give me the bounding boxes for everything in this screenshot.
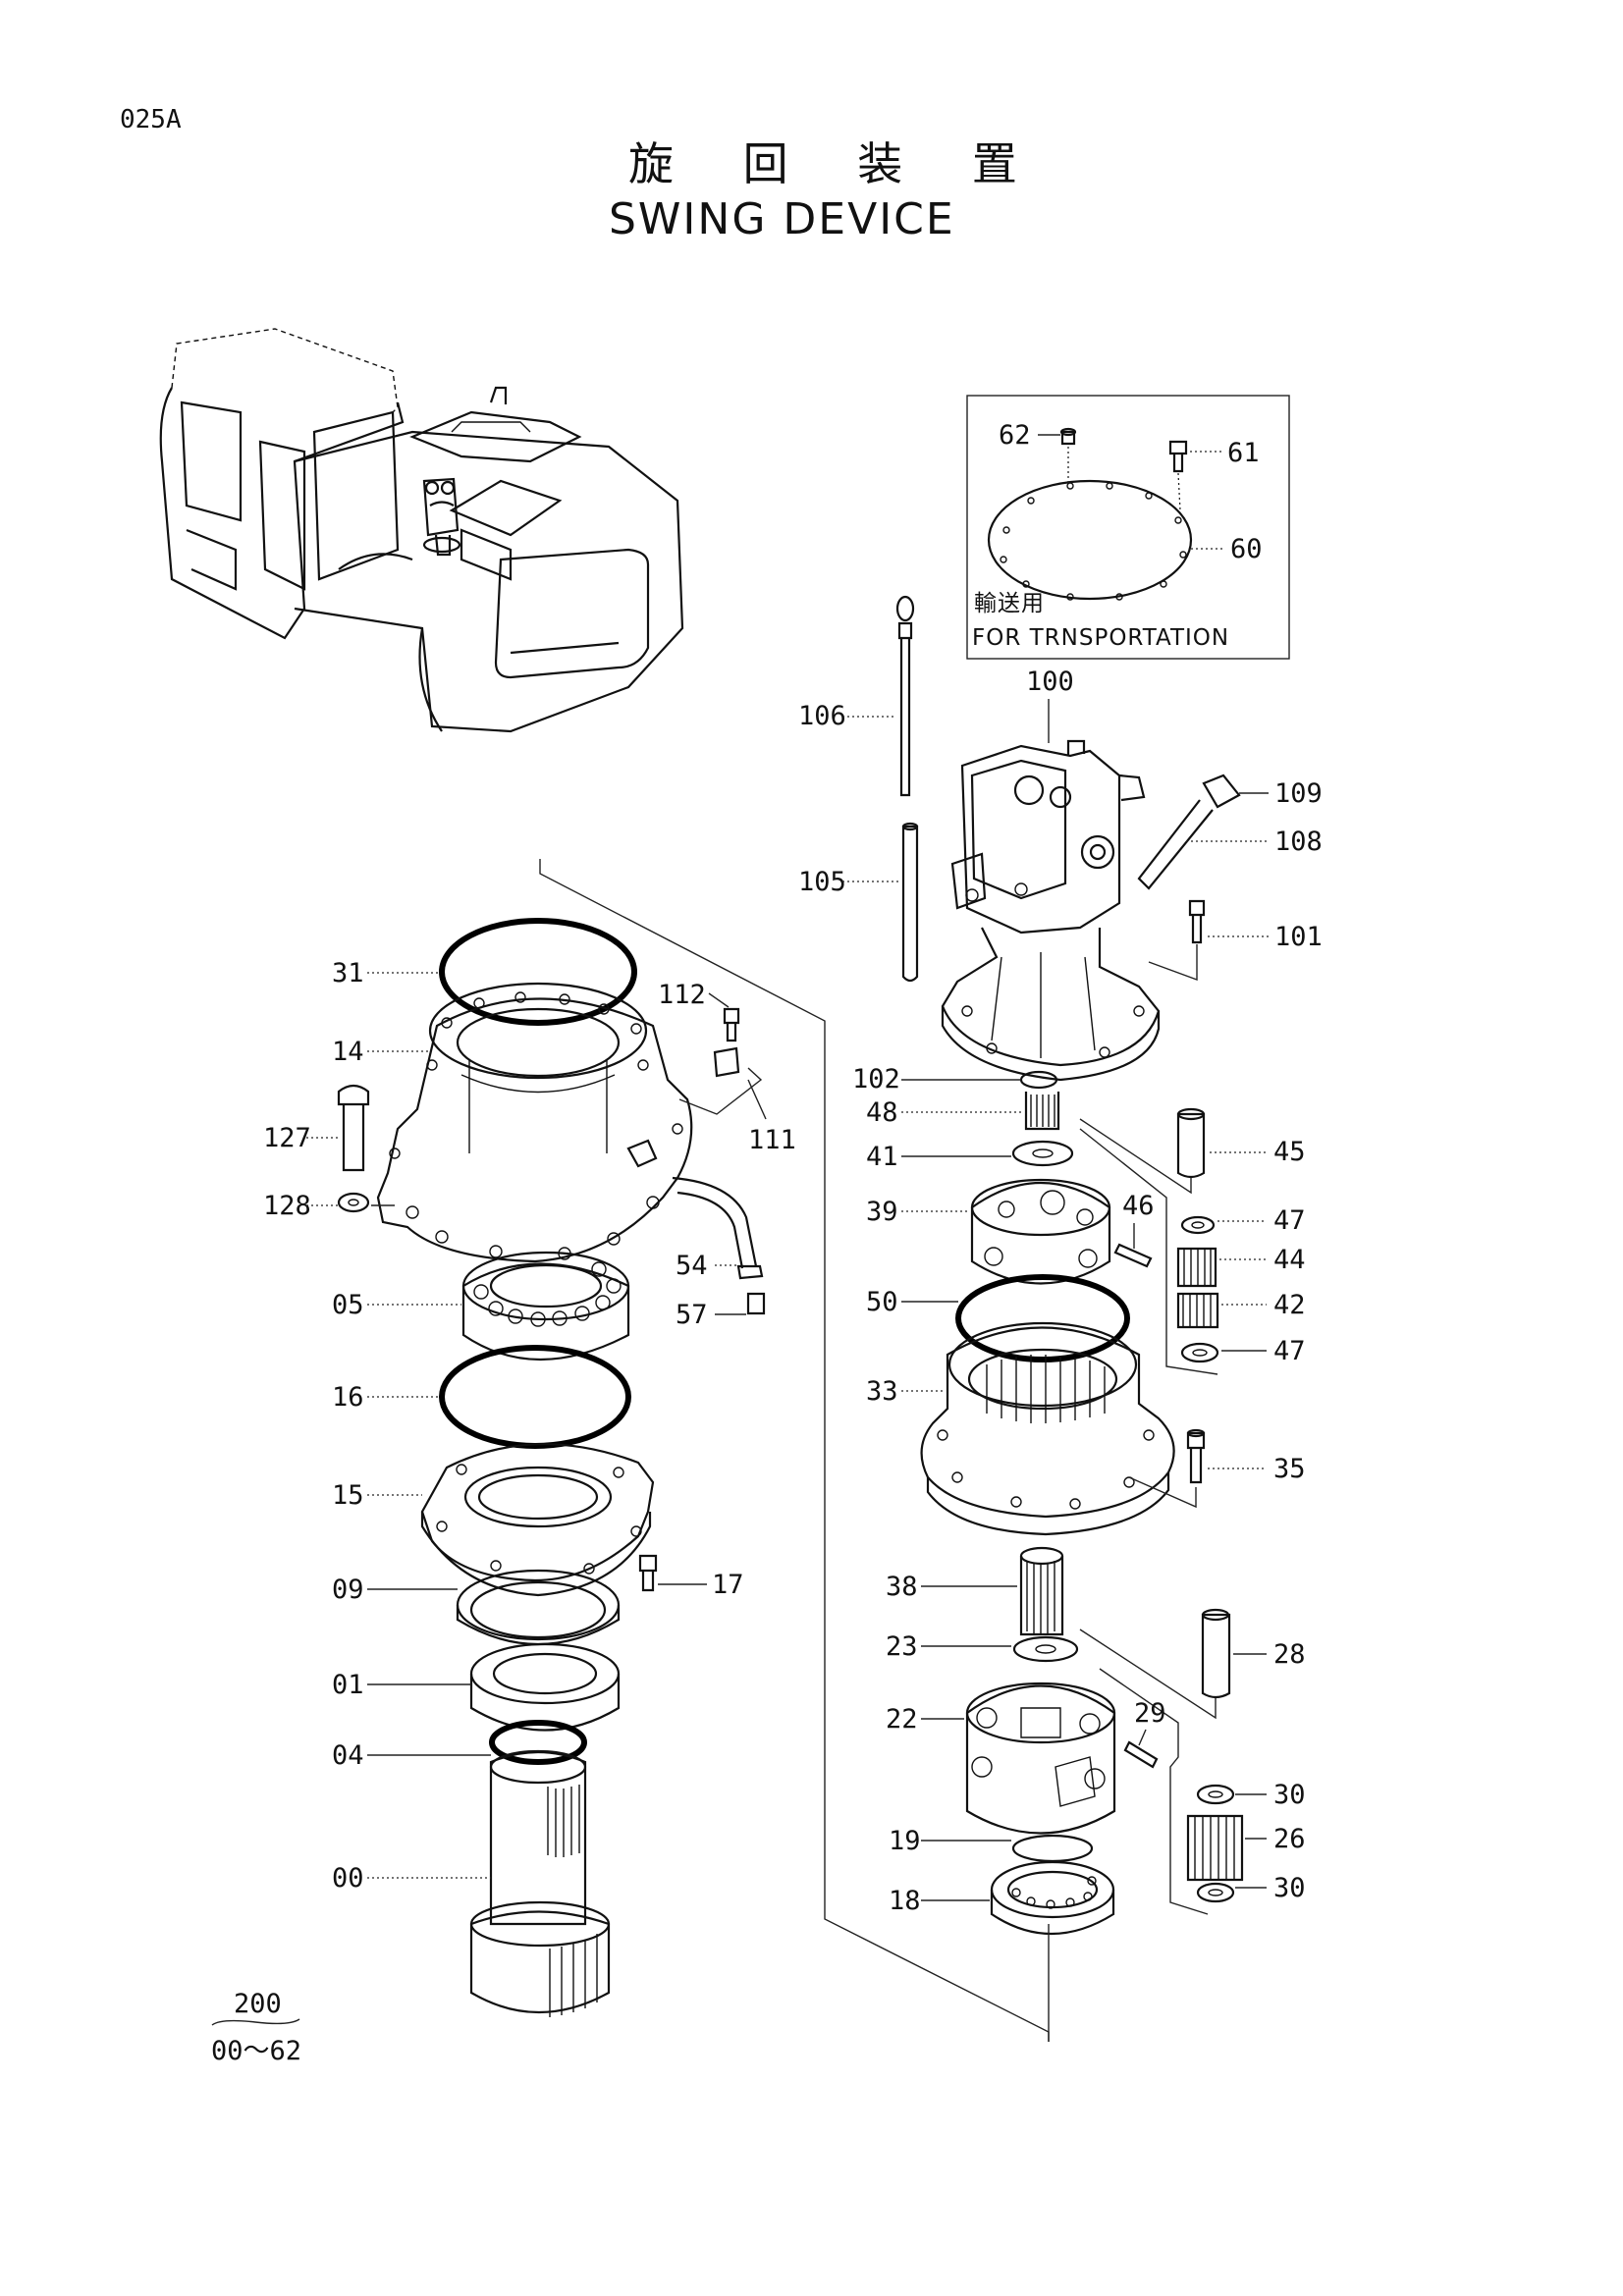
label-57: 57: [676, 1300, 708, 1330]
label-16: 16: [332, 1382, 364, 1413]
label-39: 39: [866, 1197, 898, 1227]
label-47-lower: 47: [1273, 1336, 1306, 1366]
label-00: 00: [332, 1863, 364, 1894]
assembly-bracket-lines: [539, 859, 1050, 2042]
label-109: 109: [1274, 778, 1323, 809]
label-112: 112: [658, 980, 706, 1010]
page-code: 025A: [120, 105, 182, 134]
label-102: 102: [852, 1064, 900, 1095]
label-01: 01: [332, 1670, 364, 1700]
inset-note-english: FOR TRNSPORTATION: [972, 625, 1229, 651]
first-stage-planetary: 102 48 41 39 46 45 47 44 42 47: [852, 1064, 1306, 1375]
label-47-upper: 47: [1273, 1205, 1306, 1236]
label-48: 48: [866, 1097, 898, 1128]
label-44: 44: [1273, 1245, 1306, 1275]
label-61: 61: [1227, 438, 1260, 468]
second-stage-planetary: 38 23 22 29 28 30 26 30 19 18: [886, 1546, 1306, 1936]
label-106: 106: [798, 701, 846, 731]
label-38: 38: [886, 1572, 918, 1602]
label-42: 42: [1273, 1290, 1306, 1320]
excavator-overview-drawing: [159, 328, 684, 733]
label-05: 05: [332, 1290, 364, 1320]
label-26: 26: [1273, 1824, 1306, 1854]
title-japanese: 旋 回 装 置: [628, 137, 1045, 190]
label-105: 105: [798, 867, 846, 897]
label-127: 127: [263, 1123, 311, 1153]
label-04: 04: [332, 1740, 364, 1771]
label-14: 14: [332, 1037, 364, 1067]
label-60: 60: [1230, 534, 1263, 564]
label-29: 29: [1134, 1698, 1166, 1729]
assembly-number: 200: [234, 1989, 282, 2019]
label-23: 23: [886, 1631, 918, 1662]
label-128: 128: [263, 1191, 311, 1221]
label-19: 19: [889, 1826, 921, 1856]
transportation-inset: 62 61 60 輸送用 FOR TRNSPORTATION: [966, 395, 1290, 660]
label-50: 50: [866, 1287, 898, 1317]
label-45: 45: [1273, 1137, 1306, 1167]
label-108: 108: [1274, 827, 1323, 857]
label-33: 33: [866, 1376, 898, 1407]
label-30-upper: 30: [1273, 1780, 1306, 1810]
label-18: 18: [889, 1886, 921, 1916]
label-100: 100: [1026, 667, 1074, 697]
ring-gear-housing: 50 33 35: [866, 1274, 1306, 1536]
label-46: 46: [1122, 1191, 1155, 1221]
label-101: 101: [1274, 922, 1323, 952]
label-28: 28: [1273, 1639, 1306, 1670]
label-62: 62: [999, 420, 1031, 451]
label-54: 54: [676, 1251, 708, 1281]
label-41: 41: [866, 1142, 898, 1172]
left-column-parts: 31 14 112 111 127 128 54 57 05 16 15 17 …: [263, 918, 796, 2017]
label-35: 35: [1273, 1454, 1306, 1484]
swing-motor-assembly: 100 106 105 109 108 101: [798, 595, 1323, 1082]
inset-note-japanese: 輸送用: [974, 591, 1045, 616]
label-15: 15: [332, 1480, 364, 1511]
label-09: 09: [332, 1575, 364, 1605]
assembly-reference: 200 00～62: [211, 1989, 301, 2066]
label-22: 22: [886, 1704, 918, 1735]
label-30-lower: 30: [1273, 1873, 1306, 1903]
label-111: 111: [748, 1125, 796, 1155]
label-17: 17: [712, 1570, 744, 1600]
title-english: SWING DEVICE: [609, 194, 955, 244]
label-31: 31: [332, 958, 364, 988]
assembly-range: 00～62: [211, 2036, 301, 2066]
